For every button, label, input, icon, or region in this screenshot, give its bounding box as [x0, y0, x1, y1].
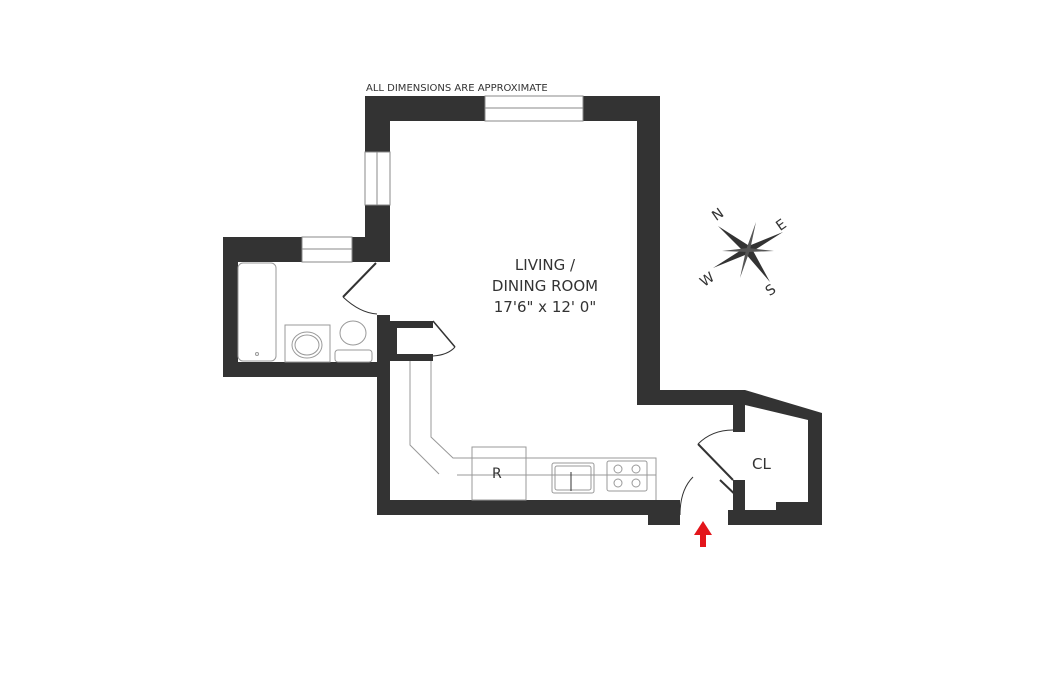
closet-label: CL — [752, 455, 771, 473]
compass-n: N — [709, 205, 727, 224]
living-room-label: LIVING / DINING ROOM 17'6" x 12' 0" — [440, 255, 650, 318]
refrigerator-label: R — [492, 466, 502, 482]
compass-e: E — [773, 216, 789, 234]
doors — [342, 262, 744, 516]
room-name-line1: LIVING / — [514, 256, 576, 274]
compass-s: S — [763, 281, 780, 299]
windows — [301, 95, 584, 263]
dimensions-disclaimer: ALL DIMENSIONS ARE APPROXIMATE — [366, 83, 548, 94]
fixtures — [237, 262, 657, 501]
room-name-line2: DINING ROOM — [491, 277, 599, 295]
compass-w: W — [697, 269, 718, 290]
walls — [223, 96, 822, 525]
room-dimensions: 17'6" x 12' 0" — [493, 298, 597, 316]
compass-icon: N E S W — [697, 205, 789, 299]
entry-arrow-icon — [694, 521, 712, 547]
